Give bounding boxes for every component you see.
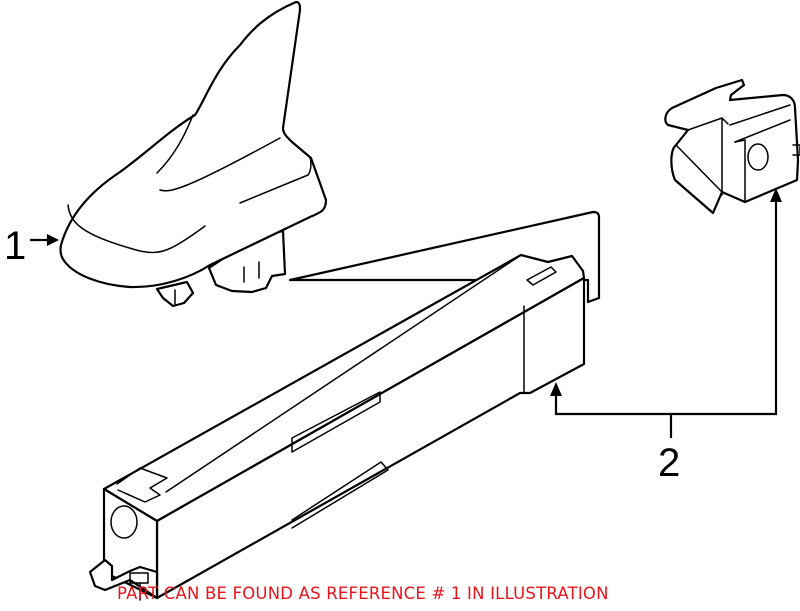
callout-2-leader [550,188,782,438]
callout-label-1: 1 [4,224,27,268]
callout-label-2: 2 [658,441,681,485]
reference-note: PART CAN BE FOUND AS REFERENCE # 1 IN IL… [117,584,609,603]
shark-fin-antenna-drawing [59,0,328,308]
callout-1-leader [30,234,59,246]
amplifier-module-drawing [88,210,601,601]
mounting-bracket-drawing [664,78,800,215]
